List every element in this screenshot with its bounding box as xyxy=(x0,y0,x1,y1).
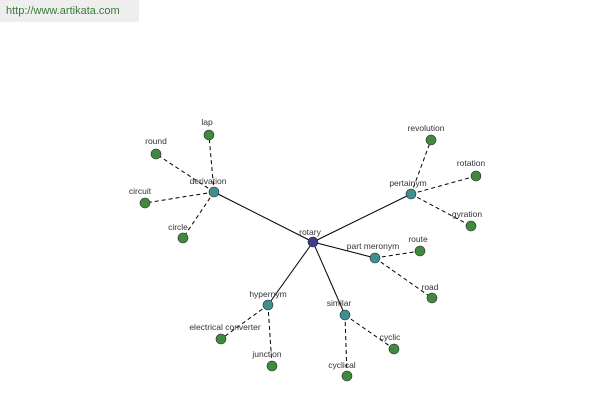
leaf-label-round[interactable]: round xyxy=(145,136,167,146)
leaf-label-cyclical[interactable]: cyclical xyxy=(328,360,356,370)
edge-derivation-lap xyxy=(208,134,215,193)
edge-rotary-hypernym xyxy=(267,241,314,306)
relation-label-pertainym[interactable]: pertainym xyxy=(389,178,426,188)
leaf-node-lap[interactable] xyxy=(203,129,215,141)
leaf-label-route[interactable]: route xyxy=(408,234,428,244)
relation-label-similar[interactable]: similar xyxy=(327,298,352,308)
edge-pertainym-rotation xyxy=(410,175,477,195)
edge-similar-cyclic xyxy=(344,314,395,350)
leaf-node-round[interactable] xyxy=(150,148,162,160)
leaf-label-revolution[interactable]: revolution xyxy=(408,123,445,133)
edge-derivation-round xyxy=(155,153,215,193)
edge-hypernym-electrical-converter xyxy=(220,304,269,340)
edge-rotary-part-meronym xyxy=(312,241,376,259)
leaf-label-gyration[interactable]: gyration xyxy=(452,209,483,219)
leaf-node-circuit[interactable] xyxy=(139,197,151,209)
leaf-node-road[interactable] xyxy=(426,292,438,304)
edge-similar-cyclical xyxy=(344,314,348,377)
leaf-node-gyration[interactable] xyxy=(465,220,477,232)
leaf-node-revolution[interactable] xyxy=(425,134,437,146)
relation-node-hypernym[interactable] xyxy=(262,299,274,311)
leaf-node-cyclic[interactable] xyxy=(388,343,400,355)
center-label-rotary[interactable]: rotary xyxy=(299,227,321,237)
graph-edges xyxy=(144,134,477,377)
edge-part-meronym-route xyxy=(374,250,421,259)
leaf-label-rotation[interactable]: rotation xyxy=(457,158,486,168)
leaf-label-circle[interactable]: circle xyxy=(168,222,188,232)
leaf-label-cyclic[interactable]: cyclic xyxy=(380,332,402,342)
edge-derivation-circle xyxy=(182,191,215,239)
edge-derivation-circuit xyxy=(144,191,215,204)
graph-nodes xyxy=(139,129,482,382)
edge-rotary-derivation xyxy=(213,191,314,243)
relation-node-derivation[interactable] xyxy=(208,186,220,198)
leaf-label-junction[interactable]: junction xyxy=(251,349,282,359)
edge-part-meronym-road xyxy=(374,257,433,299)
graph-labels: rotary derivation lap round circuit circle per… xyxy=(129,117,486,370)
leaf-node-circle[interactable] xyxy=(177,232,189,244)
relation-label-hypernym[interactable]: hypernym xyxy=(249,289,286,299)
center-node-rotary[interactable] xyxy=(307,236,319,248)
edge-hypernym-junction xyxy=(267,304,273,367)
relation-label-derivation[interactable]: derivation xyxy=(190,176,227,186)
edge-pertainym-revolution xyxy=(410,139,432,195)
leaf-node-rotation[interactable] xyxy=(470,170,482,182)
edge-pertainym-gyration xyxy=(410,193,472,227)
relation-node-pertainym[interactable] xyxy=(405,188,417,200)
relation-label-part-meronym[interactable]: part meronym xyxy=(347,241,399,251)
watermark-url[interactable]: http://www.artikata.com xyxy=(0,0,139,22)
leaf-node-route[interactable] xyxy=(414,245,426,257)
relation-node-similar[interactable] xyxy=(339,309,351,321)
leaf-node-electrical-converter[interactable] xyxy=(215,333,227,345)
leaf-label-lap[interactable]: lap xyxy=(201,117,213,127)
leaf-label-road[interactable]: road xyxy=(421,282,438,292)
edge-rotary-pertainym xyxy=(312,193,412,243)
edge-rotary-similar xyxy=(312,241,346,316)
leaf-node-junction[interactable] xyxy=(266,360,278,372)
relation-node-part-meronym[interactable] xyxy=(369,252,381,264)
leaf-label-circuit[interactable]: circuit xyxy=(129,186,152,196)
leaf-node-cyclical[interactable] xyxy=(341,370,353,382)
leaf-label-electrical-converter[interactable]: electrical converter xyxy=(189,322,261,332)
